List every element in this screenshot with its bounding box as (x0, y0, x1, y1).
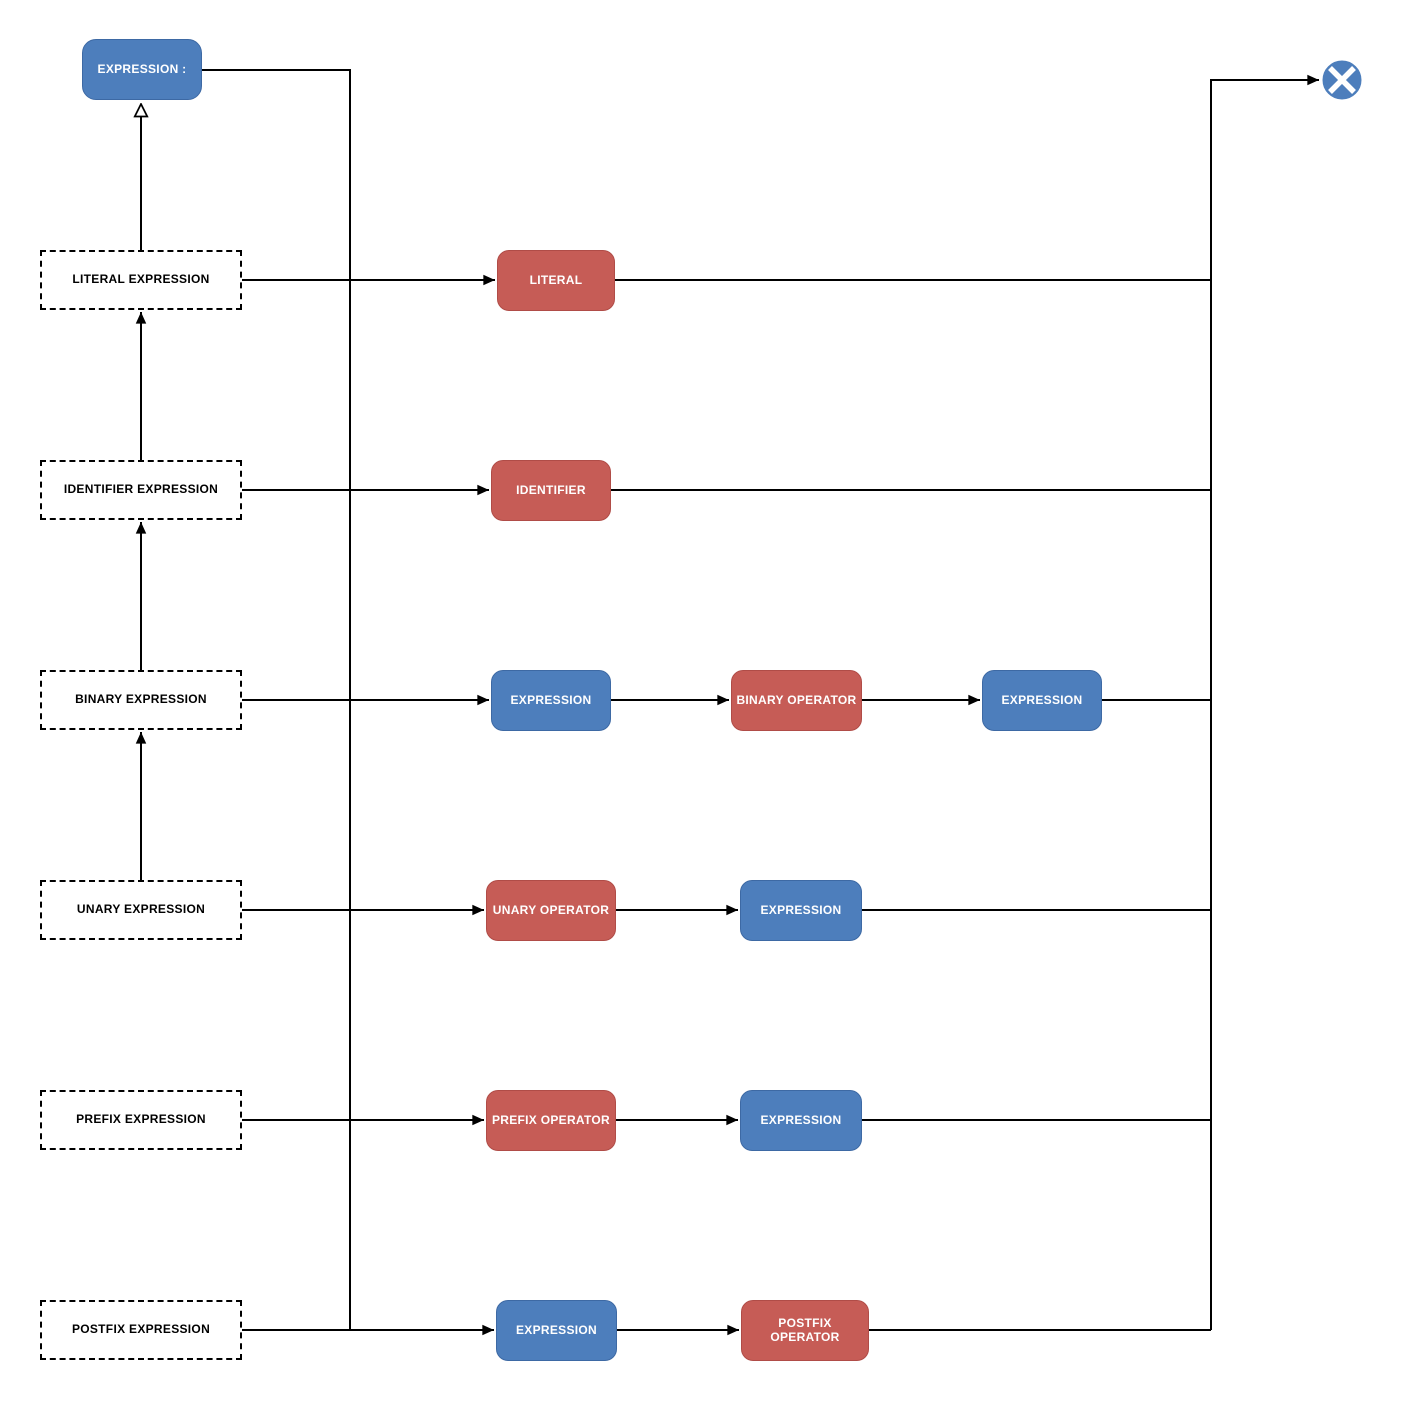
node-label: EXPRESSION (1001, 692, 1083, 707)
node-label: POSTFIX OPERATOR (770, 1316, 840, 1344)
binary-right-expression-node: EXPRESSION (982, 670, 1102, 731)
rule-label: PREFIX EXPRESSION (76, 1112, 206, 1127)
node-label: UNARY OPERATOR (492, 902, 610, 917)
postfix-operator-node: POSTFIX OPERATOR (741, 1300, 869, 1361)
unary-expression-node: EXPRESSION (740, 880, 862, 941)
rule-literal-expression: LITERAL EXPRESSION (40, 250, 242, 310)
binary-left-expression-node: EXPRESSION (491, 670, 611, 731)
literal-node: LITERAL (497, 250, 615, 311)
binary-operator-node: BINARY OPERATOR (731, 670, 862, 731)
node-label: PREFIX OPERATOR (491, 1112, 611, 1127)
rule-postfix-expression: POSTFIX EXPRESSION (40, 1300, 242, 1360)
prefix-operator-node: PREFIX OPERATOR (486, 1090, 616, 1151)
node-label: LITERAL (529, 272, 583, 287)
node-label: EXPRESSION (515, 1322, 598, 1337)
rule-prefix-expression: PREFIX EXPRESSION (40, 1090, 242, 1150)
node-label: IDENTIFIER (516, 482, 586, 497)
flow-edges (202, 69, 1319, 1336)
rule-binary-expression: BINARY EXPRESSION (40, 670, 242, 730)
end-rail (1210, 74, 1319, 1330)
identifier-node: IDENTIFIER (491, 460, 611, 521)
node-label: BINARY OPERATOR (736, 692, 857, 707)
rule-label: LITERAL EXPRESSION (72, 272, 210, 287)
rule-identifier-expression: IDENTIFIER EXPRESSION (40, 460, 242, 520)
node-label: EXPRESSION (760, 902, 842, 917)
node-label: EXPRESSION (760, 1112, 842, 1127)
prefix-expression-node: EXPRESSION (740, 1090, 862, 1151)
postfix-expression-node: EXPRESSION (496, 1300, 617, 1361)
rule-label: POSTFIX EXPRESSION (71, 1322, 211, 1337)
rule-unary-expression: UNARY EXPRESSION (40, 880, 242, 940)
rule-label: UNARY EXPRESSION (76, 902, 206, 917)
rule-label: IDENTIFIER EXPRESSION (63, 482, 219, 497)
rule-label: BINARY EXPRESSION (75, 692, 207, 707)
node-label: EXPRESSION (510, 692, 592, 707)
unary-operator-node: UNARY OPERATOR (486, 880, 616, 941)
start-node-label: EXPRESSION : (97, 61, 187, 76)
circled-x-end-icon (1322, 60, 1362, 100)
start-node-expression: EXPRESSION : (82, 39, 202, 100)
